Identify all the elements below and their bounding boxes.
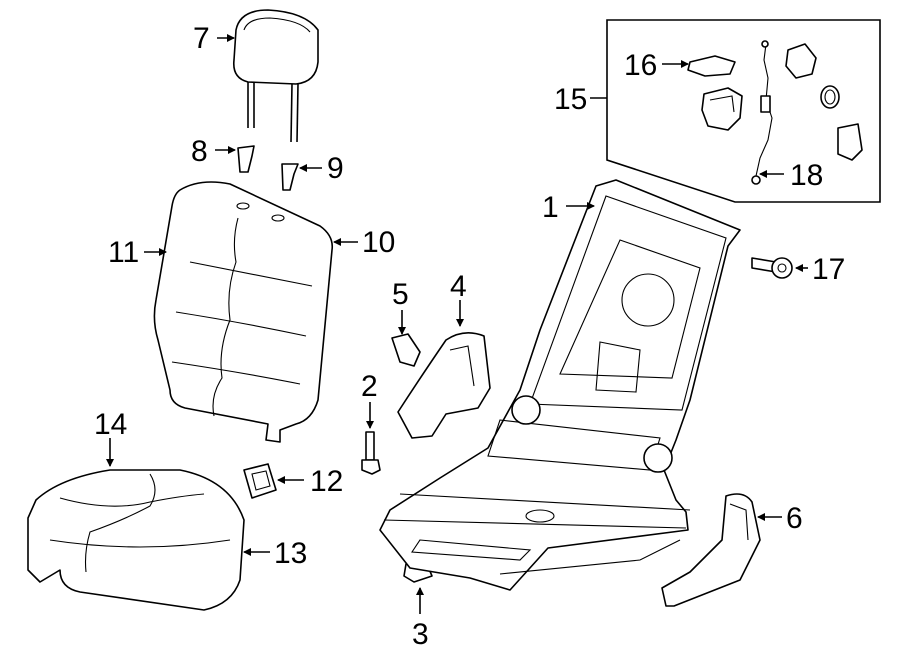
- part-6-side-trim: [661, 493, 761, 607]
- callout-1: 1: [542, 191, 559, 224]
- callout-4: 4: [450, 270, 467, 303]
- part-13-seat-cushion: [27, 469, 245, 611]
- part-1-seat-frame: [379, 179, 741, 591]
- callout-9: 9: [327, 152, 344, 185]
- callout-16: 16: [624, 49, 657, 82]
- callout-18: 18: [790, 159, 823, 192]
- callout-8: 8: [191, 135, 208, 168]
- callout-15: 15: [554, 83, 587, 116]
- part-11-seatback-cover: [153, 181, 334, 443]
- callout-5: 5: [392, 278, 409, 311]
- callout-12: 12: [310, 465, 343, 498]
- part-5-bracket: [391, 333, 421, 367]
- callout-2: 2: [361, 370, 378, 403]
- callout-7: 7: [193, 22, 210, 55]
- part-17-bolt: [751, 257, 793, 279]
- callout-10: 10: [362, 226, 395, 259]
- inset-clip-pieces: [785, 43, 863, 161]
- callout-17: 17: [812, 253, 845, 286]
- part-7-headrest: [232, 9, 319, 143]
- part-16-latch-bezel: [687, 55, 743, 131]
- part-9-headrest-guide: [281, 163, 299, 191]
- part-8-headrest-guide: [237, 145, 255, 173]
- part-18-release-cable: [751, 40, 773, 185]
- part-4-side-shield: [397, 332, 491, 439]
- callout-3: 3: [412, 618, 429, 651]
- part-2-bolt: [361, 431, 381, 475]
- leader-lines: [106, 34, 808, 614]
- callout-numbers: 7 8 9 10 11 5 4 2 12 14 13 3 1 6 17 15 1…: [94, 22, 845, 651]
- callout-13: 13: [274, 537, 307, 570]
- part-12-clip: [243, 463, 277, 499]
- callout-6: 6: [786, 502, 803, 535]
- callout-11: 11: [108, 236, 139, 269]
- callout-14: 14: [94, 408, 127, 441]
- inset-box-15: [606, 19, 881, 203]
